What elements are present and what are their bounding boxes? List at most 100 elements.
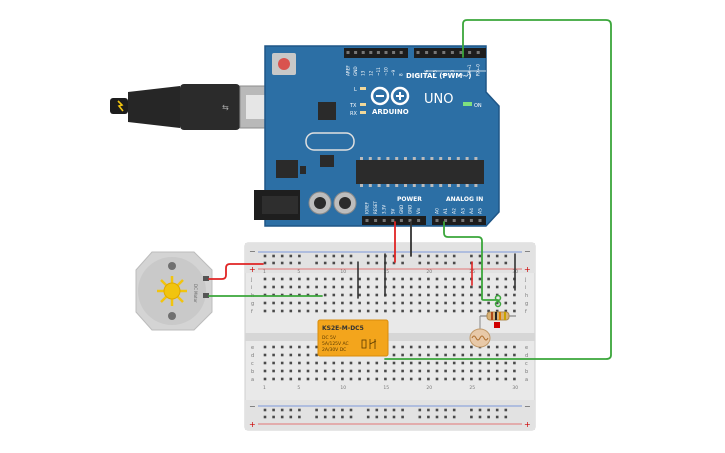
breadboard-hole[interactable]	[306, 309, 310, 313]
breadboard-hole[interactable]	[504, 353, 508, 357]
rail-hole[interactable]	[418, 254, 422, 258]
analog-pin[interactable]	[478, 219, 482, 222]
breadboard-hole[interactable]	[298, 277, 301, 281]
breadboard-hole[interactable]	[504, 377, 508, 381]
breadboard-hole[interactable]	[418, 353, 422, 357]
rail-hole[interactable]	[444, 408, 447, 412]
breadboard-hole[interactable]	[504, 277, 508, 281]
breadboard-hole[interactable]	[470, 309, 473, 313]
breadboard-hole[interactable]	[289, 301, 293, 305]
rail-hole[interactable]	[349, 254, 353, 258]
breadboard-hole[interactable]	[375, 309, 379, 313]
breadboard-hole[interactable]	[495, 369, 499, 373]
breadboard-hole[interactable]	[306, 369, 310, 373]
breadboard-hole[interactable]	[306, 293, 310, 297]
rail-hole[interactable]	[315, 408, 318, 412]
wire-green-signal[interactable]	[384, 19, 612, 360]
breadboard-hole[interactable]	[341, 293, 344, 297]
breadboard-hole[interactable]	[470, 377, 473, 381]
breadboard-hole[interactable]	[487, 277, 490, 281]
rail-hole[interactable]	[427, 254, 430, 258]
breadboard-hole[interactable]	[418, 345, 422, 349]
breadboard-hole[interactable]	[315, 377, 318, 381]
rail-hole[interactable]	[384, 415, 387, 419]
breadboard-hole[interactable]	[349, 285, 353, 289]
breadboard-hole[interactable]	[341, 377, 344, 381]
breadboard-hole[interactable]	[298, 353, 301, 357]
breadboard-hole[interactable]	[452, 353, 456, 357]
header-pin[interactable]	[450, 51, 454, 54]
breadboard-hole[interactable]	[358, 285, 361, 289]
breadboard-hole[interactable]	[435, 353, 439, 357]
rail-hole[interactable]	[401, 254, 404, 258]
breadboard-hole[interactable]	[366, 285, 370, 289]
breadboard-hole[interactable]	[435, 369, 439, 373]
header-pin[interactable]	[392, 51, 396, 54]
analog-pin[interactable]	[461, 219, 465, 222]
breadboard-hole[interactable]	[323, 285, 327, 289]
breadboard-hole[interactable]	[366, 369, 370, 373]
resistor[interactable]	[480, 311, 516, 321]
breadboard-hole[interactable]	[478, 277, 482, 281]
rail-hole[interactable]	[470, 415, 473, 419]
breadboard-hole[interactable]	[487, 301, 490, 305]
header-pin[interactable]	[442, 51, 446, 54]
breadboard-hole[interactable]	[470, 293, 473, 297]
rail-hole[interactable]	[323, 261, 327, 265]
breadboard-hole[interactable]	[418, 369, 422, 373]
rail-hole[interactable]	[495, 261, 499, 265]
breadboard-hole[interactable]	[513, 353, 516, 357]
breadboard-hole[interactable]	[487, 353, 490, 357]
breadboard-hole[interactable]	[280, 285, 284, 289]
breadboard-hole[interactable]	[323, 301, 327, 305]
rail-hole[interactable]	[263, 254, 267, 258]
breadboard-hole[interactable]	[289, 361, 293, 365]
rail-hole[interactable]	[289, 415, 293, 419]
breadboard-hole[interactable]	[435, 277, 439, 281]
breadboard-hole[interactable]	[280, 301, 284, 305]
breadboard-hole[interactable]	[487, 361, 490, 365]
rail-hole[interactable]	[366, 261, 370, 265]
breadboard-hole[interactable]	[263, 277, 267, 281]
breadboard-hole[interactable]	[427, 293, 430, 297]
breadboard-hole[interactable]	[349, 361, 353, 365]
breadboard-hole[interactable]	[409, 369, 413, 373]
breadboard-hole[interactable]	[272, 369, 275, 373]
breadboard-hole[interactable]	[272, 293, 275, 297]
rail-hole[interactable]	[392, 254, 396, 258]
breadboard-hole[interactable]	[495, 277, 499, 281]
rail-hole[interactable]	[315, 254, 318, 258]
rail-hole[interactable]	[375, 415, 379, 419]
breadboard-hole[interactable]	[504, 345, 508, 349]
breadboard-hole[interactable]	[478, 353, 482, 357]
breadboard-hole[interactable]	[409, 293, 413, 297]
power-pin[interactable]	[365, 219, 369, 222]
breadboard-hole[interactable]	[392, 293, 396, 297]
breadboard-hole[interactable]	[504, 369, 508, 373]
breadboard-hole[interactable]	[427, 361, 430, 365]
breadboard-hole[interactable]	[409, 309, 413, 313]
header-pin[interactable]	[346, 51, 350, 54]
breadboard-hole[interactable]	[280, 377, 284, 381]
breadboard-hole[interactable]	[272, 277, 275, 281]
breadboard-hole[interactable]	[263, 361, 267, 365]
breadboard-hole[interactable]	[332, 369, 336, 373]
breadboard-hole[interactable]	[298, 285, 301, 289]
breadboard-hole[interactable]	[401, 301, 404, 305]
header-pin[interactable]	[399, 51, 403, 54]
breadboard-hole[interactable]	[358, 369, 361, 373]
analog-pin[interactable]	[452, 219, 456, 222]
breadboard-hole[interactable]	[263, 285, 267, 289]
breadboard-hole[interactable]	[427, 369, 430, 373]
rail-hole[interactable]	[392, 261, 396, 265]
breadboard-hole[interactable]	[366, 277, 370, 281]
breadboard-hole[interactable]	[435, 285, 439, 289]
analog-pin[interactable]	[469, 219, 473, 222]
rail-hole[interactable]	[384, 408, 387, 412]
breadboard-hole[interactable]	[366, 301, 370, 305]
breadboard-hole[interactable]	[461, 369, 465, 373]
breadboard-hole[interactable]	[513, 361, 516, 365]
rail-hole[interactable]	[435, 415, 439, 419]
breadboard-hole[interactable]	[366, 293, 370, 297]
rail-hole[interactable]	[418, 415, 422, 419]
